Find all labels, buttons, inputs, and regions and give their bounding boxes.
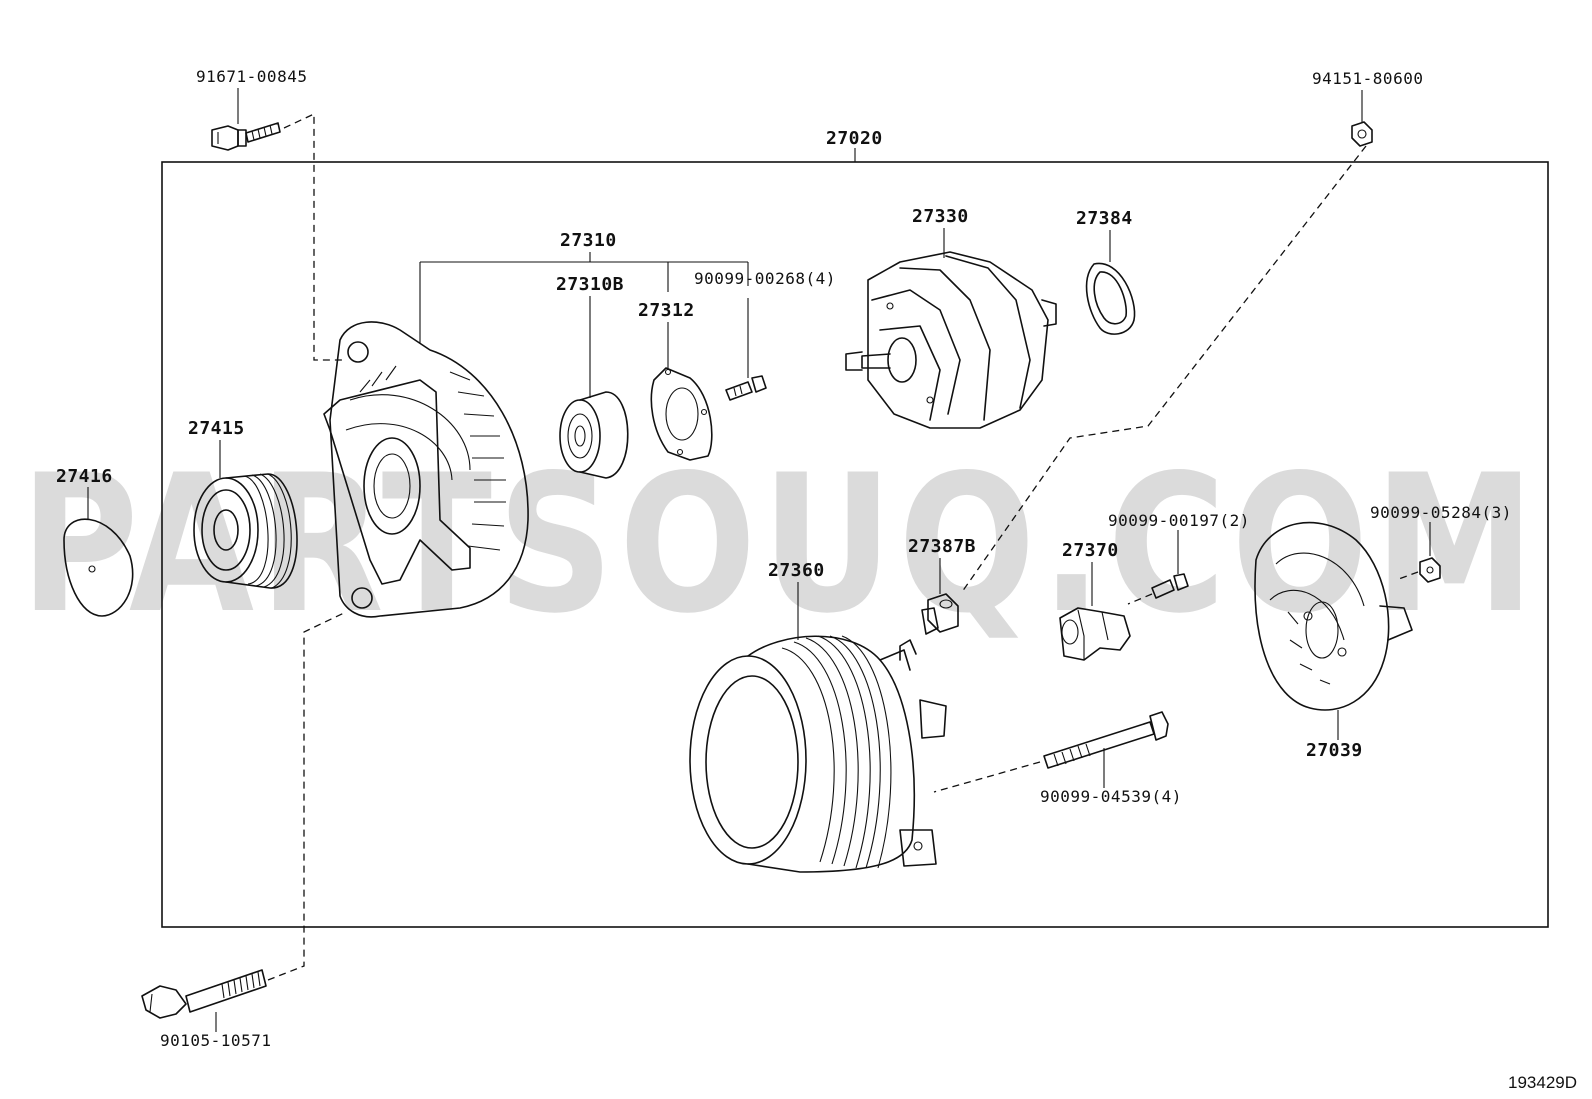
- label-27312[interactable]: 27312: [638, 300, 695, 321]
- part-27310b-bearing[interactable]: [559, 391, 629, 479]
- label-90099-04539[interactable]: 90099-04539(4): [1040, 787, 1182, 806]
- label-90099-00268[interactable]: 90099-00268(4): [694, 269, 836, 288]
- label-90099-00197[interactable]: 90099-00197(2): [1108, 511, 1250, 530]
- label-91671-00845[interactable]: 91671-00845: [196, 67, 307, 86]
- label-27330[interactable]: 27330: [912, 206, 969, 227]
- label-27020[interactable]: 27020: [826, 128, 883, 149]
- part-27370-brush-holder[interactable]: [1059, 607, 1131, 661]
- label-27387b[interactable]: 27387B: [908, 536, 976, 557]
- part-90099-00197-screw[interactable]: [1151, 573, 1189, 599]
- part-90099-05284-nut[interactable]: [1419, 557, 1441, 583]
- part-90099-04539-bolt[interactable]: [1043, 711, 1169, 769]
- part-27415-pulley[interactable]: [193, 473, 298, 589]
- label-27384[interactable]: 27384: [1076, 208, 1133, 229]
- part-27312-retainer-plate[interactable]: [650, 367, 713, 461]
- watermark: PARTSOUQ.COM: [20, 434, 1540, 655]
- part-27387b-insulator[interactable]: [921, 593, 959, 635]
- label-27360[interactable]: 27360: [768, 560, 825, 581]
- label-94151-80600[interactable]: 94151-80600: [1312, 69, 1423, 88]
- part-94151-80600-nut[interactable]: [1351, 121, 1373, 147]
- label-27370[interactable]: 27370: [1062, 540, 1119, 561]
- part-91671-00845-bolt[interactable]: [211, 122, 281, 151]
- part-27360-stator-end-frame[interactable]: [689, 635, 947, 873]
- label-90099-05284[interactable]: 90099-05284(3): [1370, 503, 1512, 522]
- part-27310-drive-end-frame[interactable]: [323, 321, 529, 618]
- label-27039[interactable]: 27039: [1306, 740, 1363, 761]
- part-27384-ring[interactable]: [1085, 262, 1136, 335]
- label-27310[interactable]: 27310: [560, 230, 617, 251]
- part-27330-rotor[interactable]: [845, 251, 1057, 429]
- label-27416[interactable]: 27416: [56, 466, 113, 487]
- label-27415[interactable]: 27415: [188, 418, 245, 439]
- part-90099-00268-screw[interactable]: [725, 375, 767, 401]
- part-27039-rear-cover[interactable]: [1254, 521, 1413, 711]
- part-90105-10571-bolt[interactable]: [141, 969, 267, 1019]
- part-27416-cover[interactable]: [63, 518, 134, 617]
- label-90105-10571[interactable]: 90105-10571: [160, 1031, 271, 1050]
- label-27310b[interactable]: 27310B: [556, 274, 624, 295]
- diagram-reference-code: 193429D: [1508, 1073, 1577, 1092]
